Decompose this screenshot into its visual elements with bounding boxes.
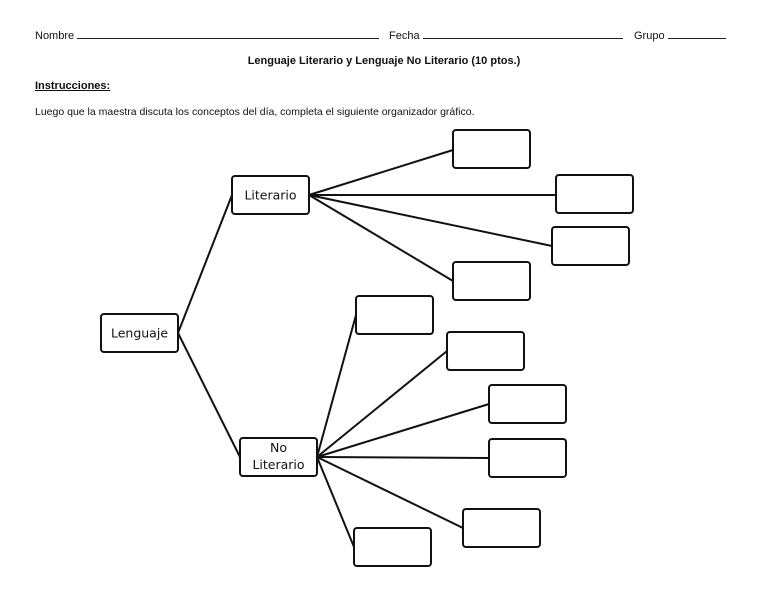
answer-box-no-literario-5[interactable] <box>462 508 541 548</box>
group-blank[interactable] <box>667 28 726 39</box>
node-no-literario-label-line1: No <box>270 440 287 455</box>
node-no-literario-label-line2: Literario <box>252 457 304 472</box>
instructions-text: Luego que la maestra discuta los concept… <box>35 106 475 118</box>
connector-root-literario <box>177 194 233 334</box>
connector-no-literario-1 <box>316 314 357 458</box>
answer-box-no-literario-6[interactable] <box>353 527 432 567</box>
node-literario-label: Literario <box>244 188 296 203</box>
connector-literario-1 <box>308 149 454 196</box>
answer-box-literario-2[interactable] <box>555 174 634 214</box>
root-node-label: Lenguaje <box>111 326 168 341</box>
group-field: Grupo <box>634 28 726 42</box>
connector-root-no-literario <box>177 332 241 458</box>
root-node-lenguaje <box>100 313 179 353</box>
connector-no-literario-5 <box>316 456 464 529</box>
answer-box-no-literario-3[interactable] <box>488 384 567 424</box>
connector-literario-4 <box>308 194 454 282</box>
connector-no-literario-2 <box>316 350 448 458</box>
node-no-literario <box>239 437 318 477</box>
answer-box-literario-4[interactable] <box>452 261 531 301</box>
page-title: Lenguaje Literario y Lenguaje No Literar… <box>247 55 521 67</box>
date-field: Fecha <box>389 28 623 42</box>
group-label: Grupo <box>634 30 665 42</box>
connector-no-literario-4 <box>316 456 490 459</box>
connector-lines <box>177 149 556 548</box>
connector-no-literario-3 <box>316 403 490 458</box>
answer-box-no-literario-2[interactable] <box>446 331 525 371</box>
date-label: Fecha <box>389 30 420 42</box>
name-label: Nombre <box>35 30 75 42</box>
answer-box-literario-3[interactable] <box>551 226 630 266</box>
instructions-heading: Instrucciones: <box>35 80 111 92</box>
name-blank[interactable] <box>77 28 380 39</box>
connector-literario-3 <box>308 194 553 247</box>
answer-box-literario-1[interactable] <box>452 129 531 169</box>
date-blank[interactable] <box>422 28 623 39</box>
answer-box-no-literario-1[interactable] <box>355 295 434 335</box>
answer-box-no-literario-4[interactable] <box>488 438 567 478</box>
node-literario <box>231 175 310 215</box>
name-field: Nombre <box>35 28 380 42</box>
connector-no-literario-6 <box>316 456 355 548</box>
